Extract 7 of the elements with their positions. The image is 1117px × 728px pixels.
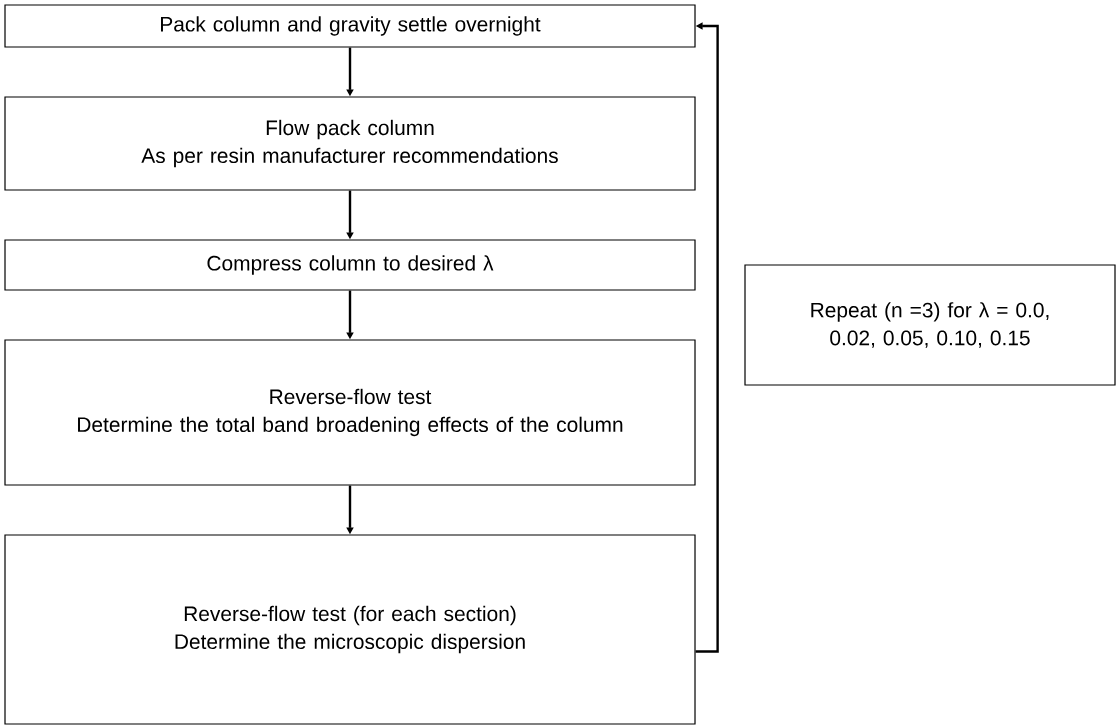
process-box: Pack column and gravity settle overnight (4, 4, 696, 48)
process-box: Reverse-flow test (for each section) Determine the microscopic dispersion (4, 534, 696, 725)
process-box: Repeat (n =3) for λ = 0.0, 0.02, 0.05, 0.10, 0.15 (744, 264, 1116, 386)
process-box: Reverse-flow test Determine the total band broadening effects of the column (4, 339, 696, 486)
process-box: Compress column to desired λ (4, 239, 696, 291)
process-box: Flow pack column As per resin manufacturer recommendations (4, 96, 696, 191)
arrow (695, 22, 719, 653)
